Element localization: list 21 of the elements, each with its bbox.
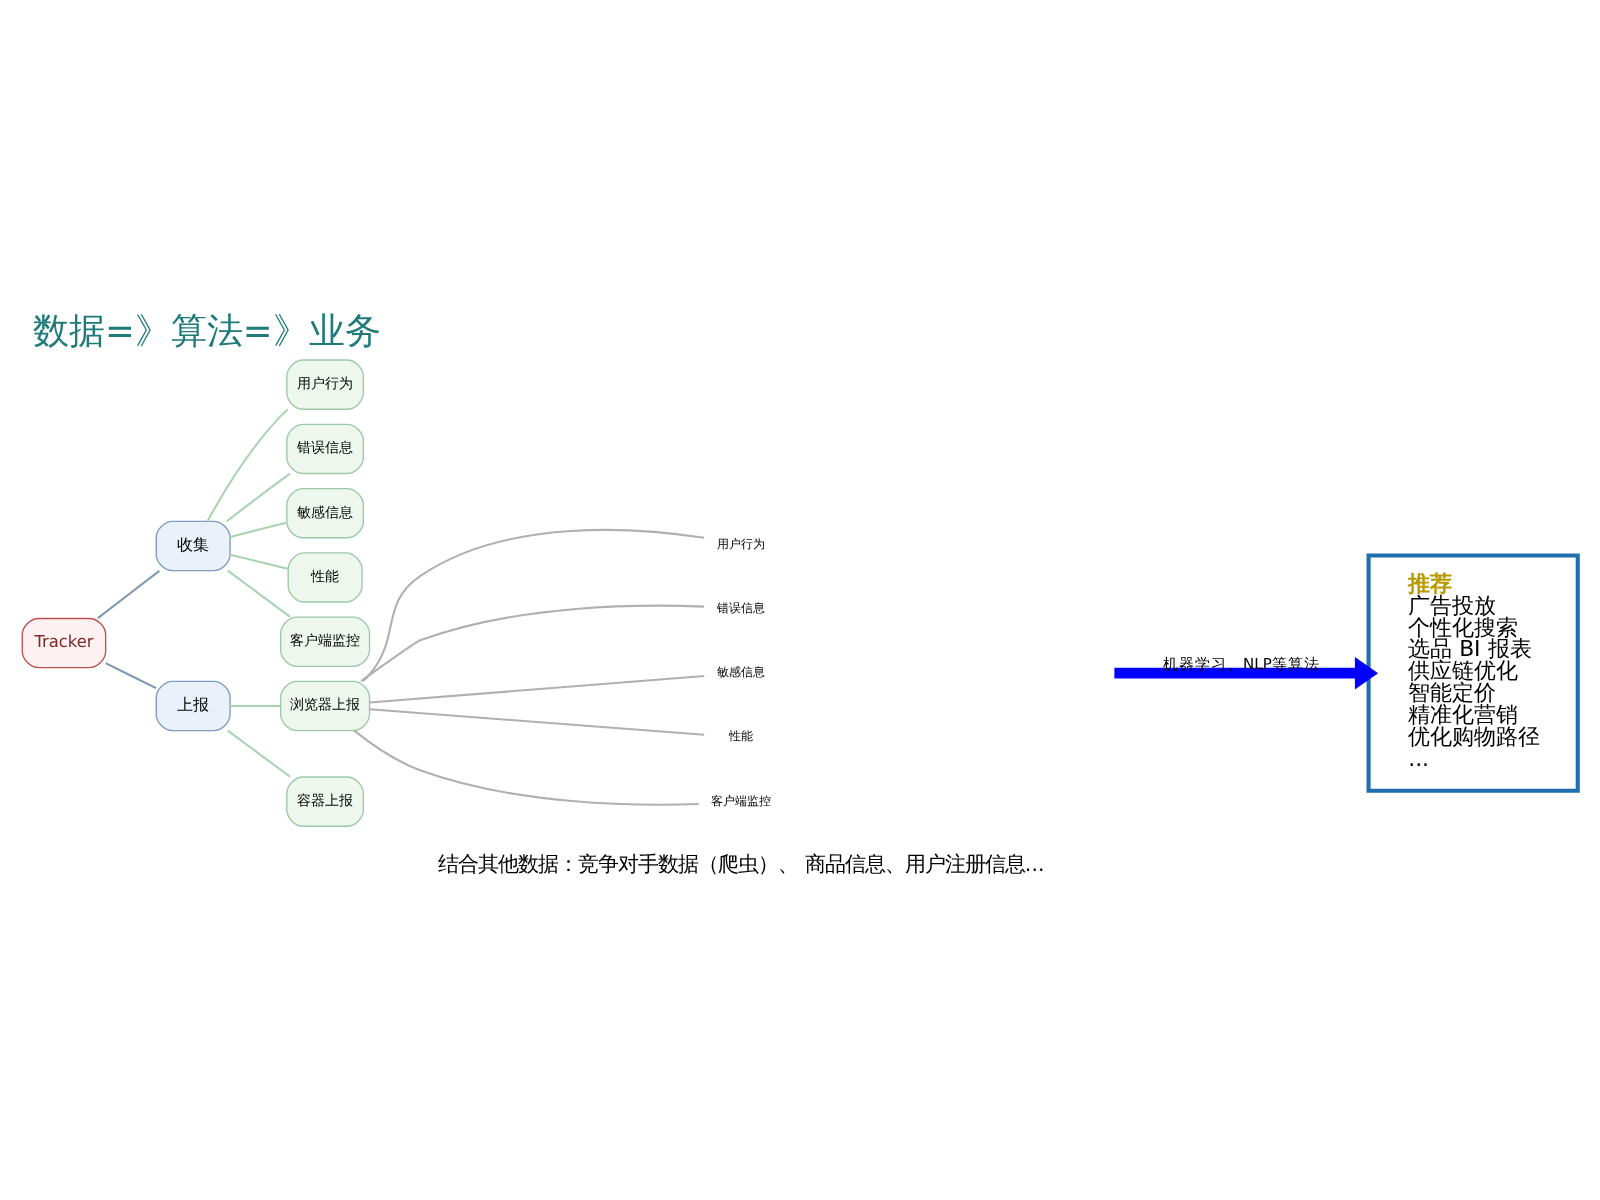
arrow [1114,656,1379,690]
node-box: 收集 [155,520,231,572]
node-box: Tracker [21,617,107,669]
connector [230,704,281,707]
connector [226,472,291,523]
connector [227,569,291,618]
label: 结合其他数据：竞争对手数据（爬虫）、 商品信息、用户注册信息... [438,852,1045,877]
connector [227,729,291,778]
connector [369,674,705,704]
connector [206,408,289,522]
connector [360,604,705,682]
connector [97,570,160,619]
connector [229,521,287,538]
connector [105,662,157,690]
connector [229,553,288,570]
connector [353,729,699,806]
connector [362,528,705,682]
connector [369,708,705,736]
diagram-title: 数据=》算法=》业务 [33,313,381,354]
node-box: 推荐 广告投放 个性化搜索 选品 BI 报表 供应链优化 智能定价 精准化营销 优化购物路径 ... [1366,553,1580,793]
node-box: 上报 [155,680,231,732]
